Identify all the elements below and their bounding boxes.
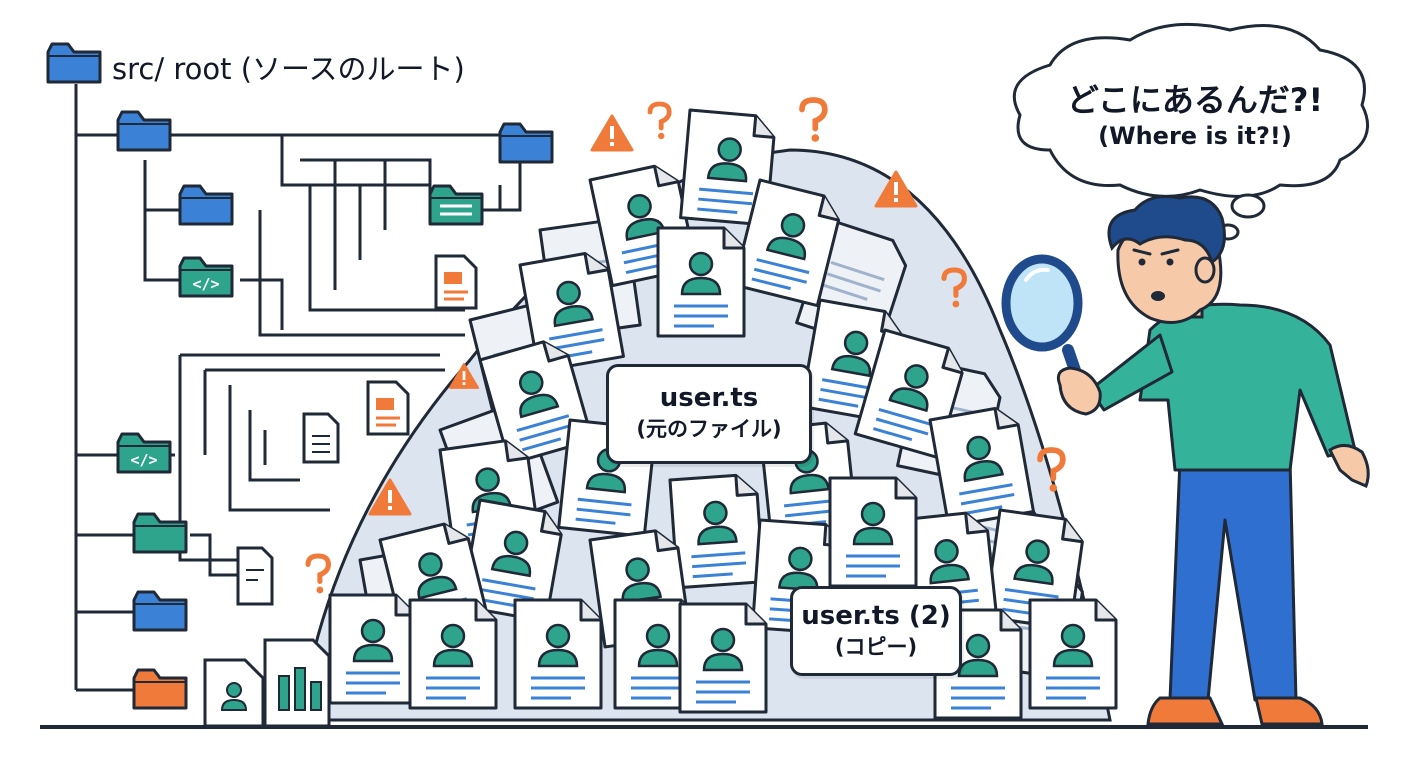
original-file-name: user.ts (659, 383, 759, 413)
thought-bubble (1012, 22, 1370, 241)
warning-icon (590, 114, 634, 152)
svg-text:</>: </> (192, 275, 219, 293)
copy-file-label: user.ts (2) (コピー) (790, 586, 962, 676)
document-icon (236, 546, 274, 606)
folder-icon (428, 184, 484, 226)
document-icon (434, 254, 478, 310)
question-mark-icon (650, 104, 669, 139)
document-icon (302, 412, 340, 464)
document-icon (203, 658, 265, 728)
thought-bubble-text: どこにあるんだ?! (Where is it?!) (1020, 80, 1370, 152)
document-icon (366, 380, 410, 436)
code-file-icon: </> (116, 432, 172, 474)
folder-icon (498, 122, 554, 164)
folder-icon (46, 42, 102, 84)
document-icon (263, 638, 331, 728)
question-mark-icon (802, 100, 825, 142)
copy-file-note: (コピー) (834, 635, 918, 659)
original-file-doc (656, 226, 746, 338)
question-mark-icon (308, 556, 328, 593)
confused-developer (1001, 195, 1370, 726)
root-folder-label: src/ root (ソースのルート) (112, 52, 465, 86)
code-file-icon: </> (178, 256, 234, 298)
folder-icon (116, 110, 172, 152)
original-file-label: user.ts (元のファイル) (606, 364, 812, 464)
thought-line-japanese: どこにあるんだ?! (1066, 81, 1324, 119)
svg-text:</>: </> (130, 451, 157, 469)
folder-icon (178, 184, 234, 226)
thought-line-english: (Where is it?!) (1098, 122, 1292, 150)
folder-icon (132, 512, 188, 554)
file-pile (203, 108, 1118, 728)
copy-file-name: user.ts (2) (801, 601, 951, 631)
folder-icon (132, 590, 188, 632)
folder-icon (132, 668, 188, 710)
copy-file-doc (828, 476, 918, 588)
original-file-note: (元のファイル) (636, 417, 782, 441)
